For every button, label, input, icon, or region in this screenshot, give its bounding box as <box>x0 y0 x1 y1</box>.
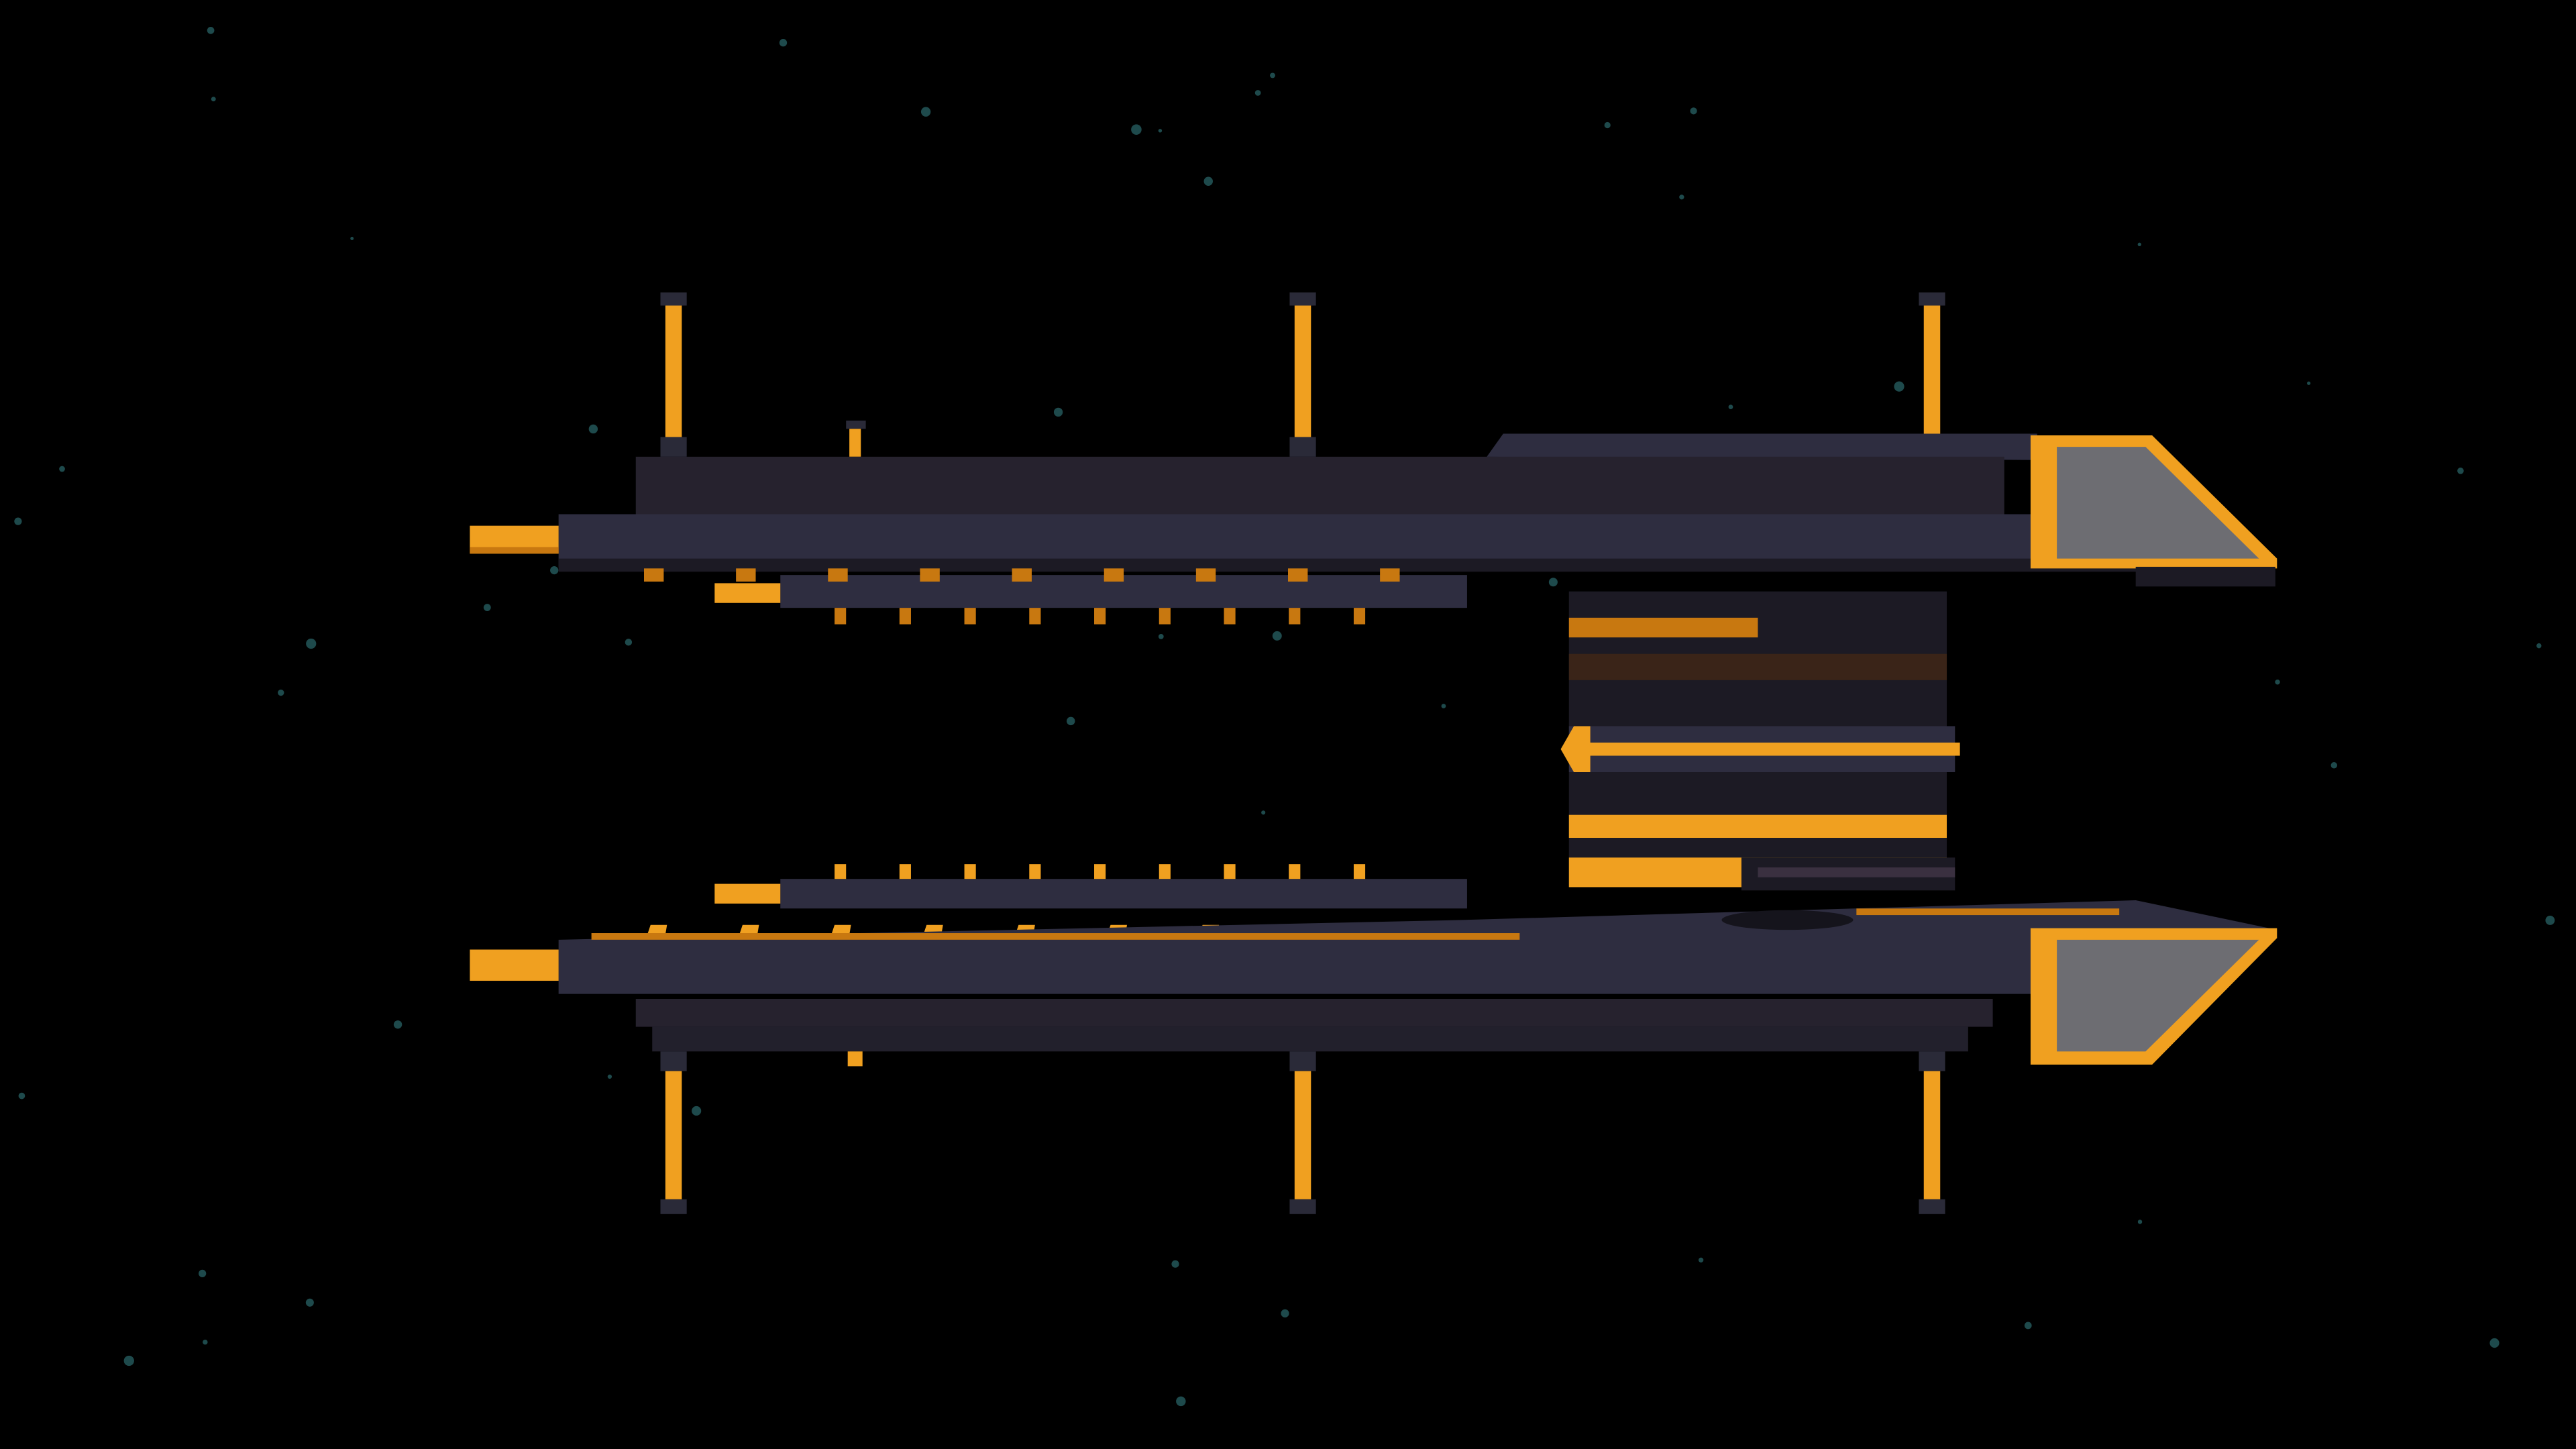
star <box>14 517 22 525</box>
star <box>1441 704 1446 708</box>
star <box>1548 578 1558 587</box>
star <box>1176 1396 1186 1407</box>
lower-antenna-posts <box>660 1051 1945 1214</box>
rail-fin <box>835 864 847 879</box>
upper-cockpit-glass <box>2057 447 2259 559</box>
lower-cockpit-glass <box>2057 939 2259 1052</box>
hull-fin <box>1104 568 1124 582</box>
hull-fin <box>1195 568 1216 582</box>
rail-fin <box>1353 864 1366 879</box>
star <box>123 1355 134 1366</box>
star <box>203 1339 208 1345</box>
star <box>207 27 215 34</box>
star <box>305 1298 314 1307</box>
hull-fin <box>736 568 756 582</box>
hull-fin <box>1012 568 1032 582</box>
rail-fin <box>835 608 847 625</box>
star <box>306 638 317 649</box>
rail-fin <box>1094 608 1106 625</box>
star <box>1158 634 1164 639</box>
star <box>1171 1260 1179 1268</box>
star <box>2536 643 2542 649</box>
rail-fin <box>1159 864 1171 879</box>
rail-fin <box>964 864 976 879</box>
rail-fin <box>1029 608 1041 625</box>
rail-fin <box>964 608 976 625</box>
star <box>1270 72 1275 78</box>
star <box>199 1269 207 1277</box>
star <box>211 97 216 102</box>
rail-fin <box>1289 864 1301 879</box>
star <box>1894 381 1904 392</box>
star <box>625 639 633 646</box>
star <box>2024 1322 2032 1330</box>
star <box>1203 176 1213 186</box>
star <box>2330 762 2338 769</box>
star <box>1053 407 1063 417</box>
lower-hull <box>470 864 2277 1214</box>
star <box>1158 129 1163 133</box>
hull-fin <box>828 568 848 582</box>
star <box>1728 405 1733 409</box>
upper-antenna-posts <box>660 292 1945 457</box>
star <box>1272 631 1282 641</box>
star <box>59 466 65 472</box>
star <box>779 39 788 47</box>
hull-fin <box>1288 568 1308 582</box>
rail-fin <box>1029 864 1041 879</box>
star <box>18 1092 25 1099</box>
central-column <box>1560 591 1960 891</box>
star <box>1281 1309 1289 1318</box>
star <box>1604 121 1611 129</box>
star <box>2457 468 2464 474</box>
turret-base <box>1721 910 1854 930</box>
upper-hull <box>470 292 2277 625</box>
star <box>350 237 354 240</box>
star <box>278 689 284 696</box>
star <box>393 1020 402 1029</box>
rail-fin <box>1224 864 1236 879</box>
star <box>1679 195 1684 200</box>
rail-fin <box>1224 608 1236 625</box>
star <box>2489 1338 2500 1348</box>
hull-fin <box>920 568 940 582</box>
star <box>2307 381 2311 385</box>
star <box>1698 1257 1704 1263</box>
star <box>1690 107 1697 115</box>
rail-fin <box>1289 608 1301 625</box>
star <box>483 604 491 611</box>
rail-fin <box>899 864 911 879</box>
rail-fin <box>1159 608 1171 625</box>
rail-fin <box>899 608 911 625</box>
star <box>1254 90 1261 96</box>
hull-fin <box>1380 568 1400 582</box>
star <box>692 1106 702 1116</box>
star <box>550 566 559 575</box>
hull-fin <box>644 568 664 582</box>
rail-fin <box>1353 608 1366 625</box>
star <box>2545 916 2555 925</box>
star <box>607 1074 612 1079</box>
lower-nose-tip <box>470 949 559 981</box>
star <box>1131 124 1142 135</box>
star <box>2275 680 2280 685</box>
upper-rail-fins <box>644 568 1400 625</box>
star <box>2137 1220 2143 1224</box>
star <box>920 107 931 117</box>
star <box>2137 242 2141 246</box>
star <box>1066 716 1075 726</box>
star <box>588 424 598 434</box>
star <box>1261 810 1266 815</box>
rail-fin <box>1094 864 1106 879</box>
